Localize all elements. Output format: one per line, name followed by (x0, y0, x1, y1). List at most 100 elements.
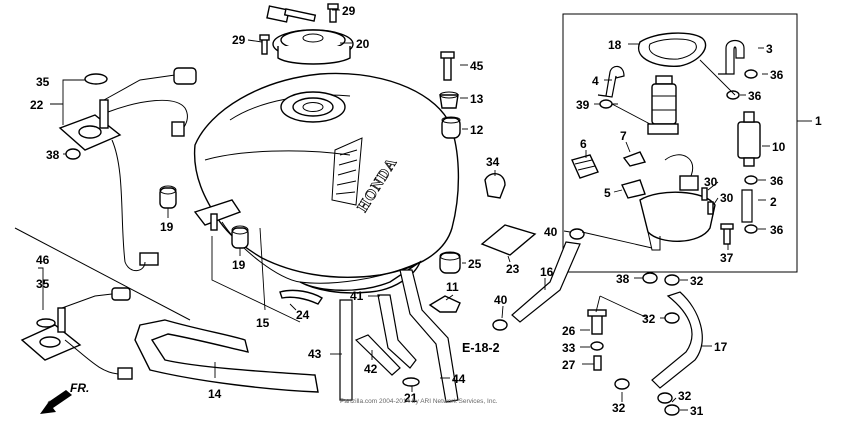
caution-label-23[interactable] (480, 224, 537, 256)
cap-bolts[interactable] (259, 3, 339, 55)
front-label: FR. (70, 381, 89, 395)
alt-sender-gasket[interactable] (36, 318, 56, 328)
callout-10: 10 (772, 140, 786, 154)
pump-flange-gasket-18[interactable] (637, 32, 707, 67)
callout-46: 46 (36, 253, 50, 267)
callout-18: 18 (608, 38, 622, 52)
callout-35a: 35 (36, 75, 50, 89)
rubber-mount-19b[interactable] (231, 225, 249, 249)
fuel-tank[interactable]: HONDA (193, 72, 460, 294)
callout-20: 20 (356, 37, 370, 51)
callout-19a: 19 (160, 220, 174, 234)
leader-lines (38, 9, 770, 411)
callout-13: 13 (470, 92, 484, 106)
callout-24: 24 (296, 308, 310, 322)
fuel-filter-10[interactable] (737, 111, 761, 167)
callout-12: 12 (470, 123, 484, 137)
hose-41[interactable] (377, 294, 417, 369)
hose-43[interactable] (339, 299, 353, 401)
callout-1: 1 (815, 114, 822, 128)
callout-30b: 30 (720, 191, 734, 205)
callout-29b: 29 (342, 4, 356, 18)
callout-7: 7 (620, 129, 627, 143)
fuel-line-17[interactable] (651, 291, 703, 389)
nut-38-left[interactable] (65, 148, 81, 160)
callout-44: 44 (452, 372, 466, 386)
alt-fuel-level-sender[interactable] (20, 287, 133, 380)
callout-16: 16 (540, 265, 554, 279)
callout-4: 4 (592, 74, 599, 88)
callout-38b: 38 (616, 272, 630, 286)
callout-25: 25 (468, 257, 482, 271)
callout-38a: 38 (46, 148, 60, 162)
callout-41: 41 (350, 289, 364, 303)
clip-21[interactable] (402, 377, 420, 387)
clips-36[interactable] (726, 69, 758, 234)
clamp-34[interactable] (484, 173, 506, 199)
callout-15: 15 (256, 316, 270, 330)
clip-11[interactable] (428, 295, 461, 313)
sender-gasket[interactable] (84, 73, 108, 85)
callout-11: 11 (446, 280, 459, 294)
callout-22: 22 (30, 98, 44, 112)
callout-33: 33 (562, 341, 576, 355)
grommet-12[interactable] (441, 116, 461, 139)
callout-32c: 32 (612, 401, 626, 415)
section-reference[interactable]: E-18-2 (462, 341, 500, 355)
variant-divider (14, 227, 191, 321)
callout-31: 31 (690, 404, 704, 418)
hose-3[interactable] (718, 39, 745, 75)
seal-strip[interactable] (134, 319, 319, 393)
union-26[interactable] (587, 309, 607, 335)
bracket-5[interactable] (621, 179, 646, 199)
bolt-27[interactable] (593, 355, 602, 371)
nut-38-lower[interactable] (642, 272, 658, 284)
pump-base[interactable] (639, 154, 716, 251)
callout-36b: 36 (748, 89, 762, 103)
rubber-mount-19a[interactable] (159, 185, 177, 209)
callout-2: 2 (770, 195, 777, 209)
callouts: 1 2 3 4 5 6 7 10 11 12 13 14 15 16 17 18… (30, 4, 822, 418)
hose-4[interactable] (597, 65, 625, 98)
grommet-25[interactable] (439, 251, 461, 274)
callout-26: 26 (562, 324, 576, 338)
callout-21: 21 (404, 391, 418, 405)
callout-45: 45 (470, 59, 484, 73)
callout-30a: 30 (704, 175, 718, 189)
callout-34: 34 (486, 155, 500, 169)
washer-33[interactable] (590, 341, 604, 351)
bolt-37[interactable] (720, 223, 734, 245)
hose-42[interactable] (354, 334, 401, 376)
callout-14: 14 (208, 387, 222, 401)
collar-13[interactable] (439, 91, 459, 109)
fuel-cap[interactable] (266, 5, 354, 65)
hose-16[interactable] (511, 241, 581, 323)
hose-2[interactable] (741, 189, 753, 223)
callout-3: 3 (766, 42, 773, 56)
bracket-7[interactable] (622, 151, 647, 167)
clip-39[interactable] (599, 99, 613, 109)
callout-29a: 29 (232, 33, 246, 47)
callout-36a: 36 (770, 68, 784, 82)
callout-5: 5 (604, 186, 611, 200)
clip-40a[interactable] (569, 228, 585, 240)
filter-screen-6[interactable] (571, 154, 599, 179)
callout-32d: 32 (678, 389, 692, 403)
fuel-pump[interactable] (647, 75, 679, 135)
hose-44[interactable] (399, 269, 459, 403)
callout-40b: 40 (494, 293, 508, 307)
washers-32[interactable] (614, 274, 680, 404)
fuel-pump-inset-frame (562, 13, 798, 273)
bolt-45[interactable] (440, 51, 455, 81)
fuel-level-sender[interactable] (58, 67, 197, 272)
cushion-24[interactable] (279, 289, 323, 305)
callout-40a: 40 (544, 225, 558, 239)
bolt-31[interactable] (664, 404, 680, 416)
callout-6: 6 (580, 137, 587, 151)
callout-32b: 32 (642, 312, 656, 326)
screws-30[interactable] (701, 187, 714, 215)
callout-43: 43 (308, 347, 322, 361)
clip-40b[interactable] (492, 319, 508, 331)
